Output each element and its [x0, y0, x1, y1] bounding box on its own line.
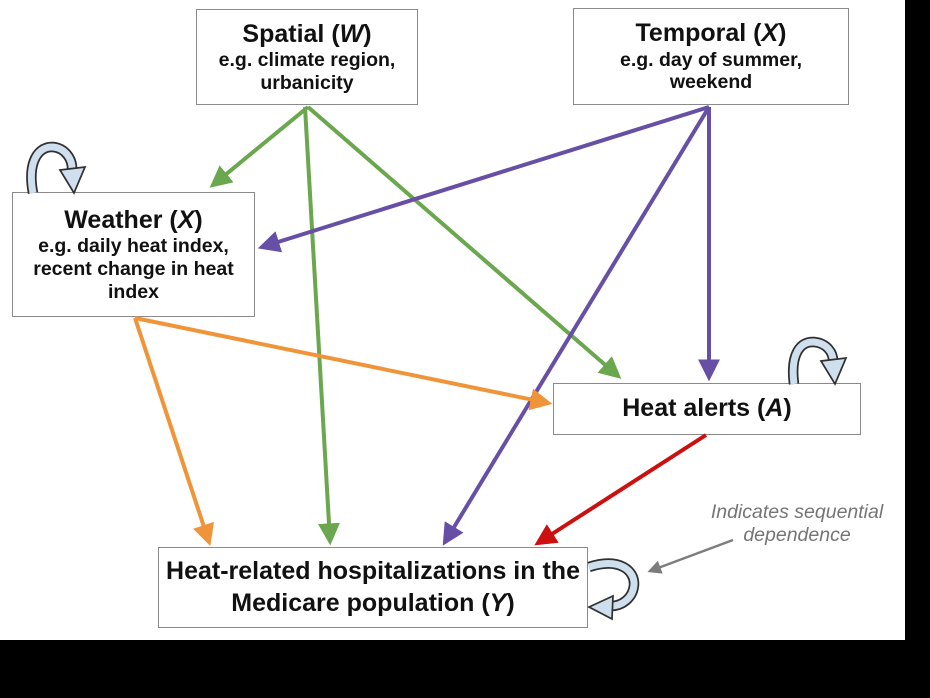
node-weather: Weather (X) e.g. daily heat index, recen… — [12, 192, 255, 317]
node-spatial: Spatial (W) e.g. climate region, urbanic… — [196, 9, 418, 105]
variable-w: W — [339, 19, 364, 48]
sequential-dependence-note: Indicates sequential dependence — [710, 501, 884, 547]
node-heat-alerts-title: Heat alerts (A) — [622, 394, 792, 423]
node-spatial-title: Spatial (W) — [242, 19, 372, 48]
node-spatial-subtitle: e.g. climate region, urbanicity — [218, 49, 396, 94]
node-weather-subtitle: e.g. daily heat index, recent change in … — [33, 235, 234, 303]
node-hospitalizations: Heat-related hospitalizations in the Med… — [158, 547, 588, 628]
node-hospitalizations-title: Heat-related hospitalizations in the Med… — [166, 557, 580, 617]
arrow-weather-to-hospitalizations — [133, 317, 214, 547]
node-temporal: Temporal (X) e.g. day of summer, weekend — [573, 8, 849, 105]
arrow-temporal-to-weather — [257, 105, 710, 253]
variable-a: A — [765, 394, 784, 423]
variable-x: X — [177, 205, 195, 234]
variable-y: Y — [489, 588, 507, 617]
node-weather-title: Weather (X) — [64, 205, 203, 234]
heat-alerts-self-loop — [787, 336, 848, 386]
diagram-surface: Spatial (W) e.g. climate region, urbanic… — [0, 0, 905, 640]
arrow-spatial-to-weather — [209, 105, 310, 188]
variable-x: X — [761, 19, 779, 48]
node-temporal-subtitle: e.g. day of summer, weekend — [619, 48, 803, 94]
arrow-temporal-to-hospitalizations — [442, 105, 711, 546]
arrow-spatial-to-hospitalizations — [303, 106, 340, 546]
node-temporal-title: Temporal (X) — [635, 19, 787, 48]
node-heat-alerts: Heat alerts (A) — [553, 383, 861, 435]
arrow-spatial-to-heat-alerts — [306, 105, 622, 379]
arrow-weather-to-heat-alerts — [134, 316, 553, 411]
hospitalizations-self-loop — [587, 558, 640, 621]
arrow-heat-alerts-to-hospitalizations — [534, 433, 708, 546]
weather-self-loop — [26, 141, 87, 195]
